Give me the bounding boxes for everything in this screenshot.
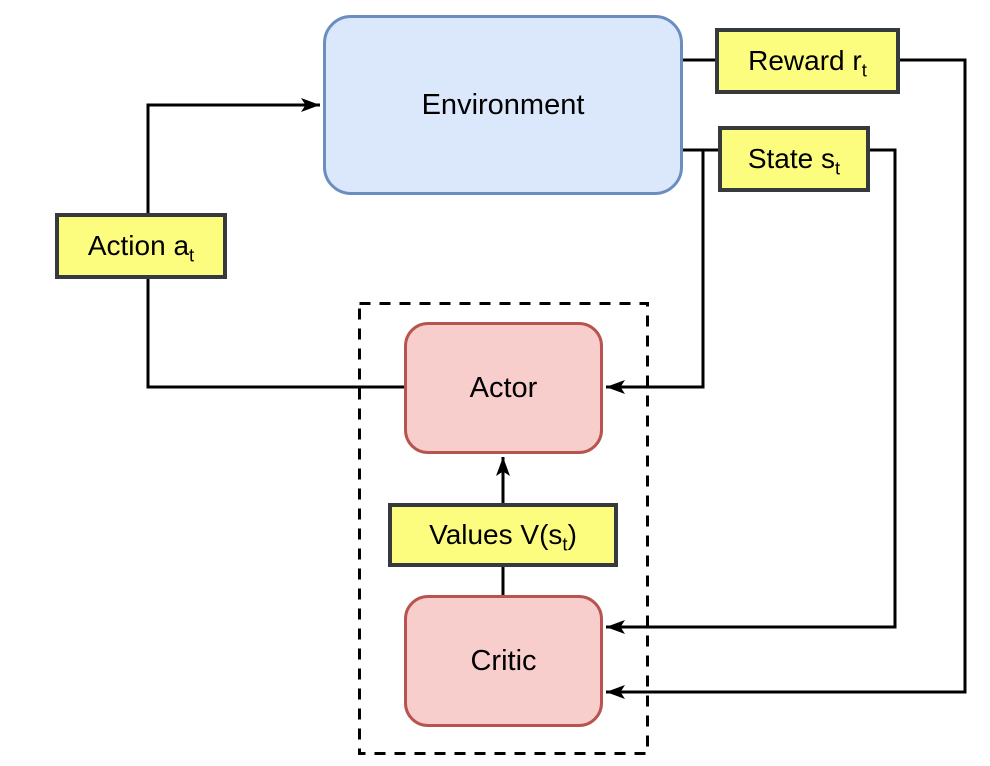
critic-label: Critic (470, 644, 537, 677)
critic-node: Critic (404, 595, 603, 727)
agent-dashed-boundary (358, 302, 649, 755)
state-label-pre: State s (747, 143, 836, 174)
action-label-pre: Action a (87, 230, 190, 261)
environment-node: Environment (323, 15, 683, 195)
actor-node: Actor (404, 322, 603, 454)
values-label-post: ) (567, 519, 577, 550)
values-label-text: Values V(st) (429, 519, 577, 553)
environment-label: Environment (421, 88, 585, 121)
values-label-pre: Values V(s (429, 519, 563, 550)
action-label-sub: t (189, 244, 195, 266)
values-label: Values V(st) (388, 503, 618, 567)
state-label-text: State st (747, 143, 840, 177)
state-label: State st (718, 126, 870, 192)
reward-label-pre: Reward r (748, 45, 862, 76)
edge-state-to-actor (606, 150, 705, 394)
reward-label: Reward rt (715, 28, 900, 94)
action-label: Action at (55, 213, 227, 279)
actor-label: Actor (469, 371, 538, 404)
values-label-sub: t (562, 533, 568, 555)
reward-label-text: Reward rt (748, 45, 867, 79)
reward-label-sub: t (861, 59, 867, 81)
state-label-sub: t (835, 157, 841, 179)
action-label-text: Action at (87, 230, 194, 264)
